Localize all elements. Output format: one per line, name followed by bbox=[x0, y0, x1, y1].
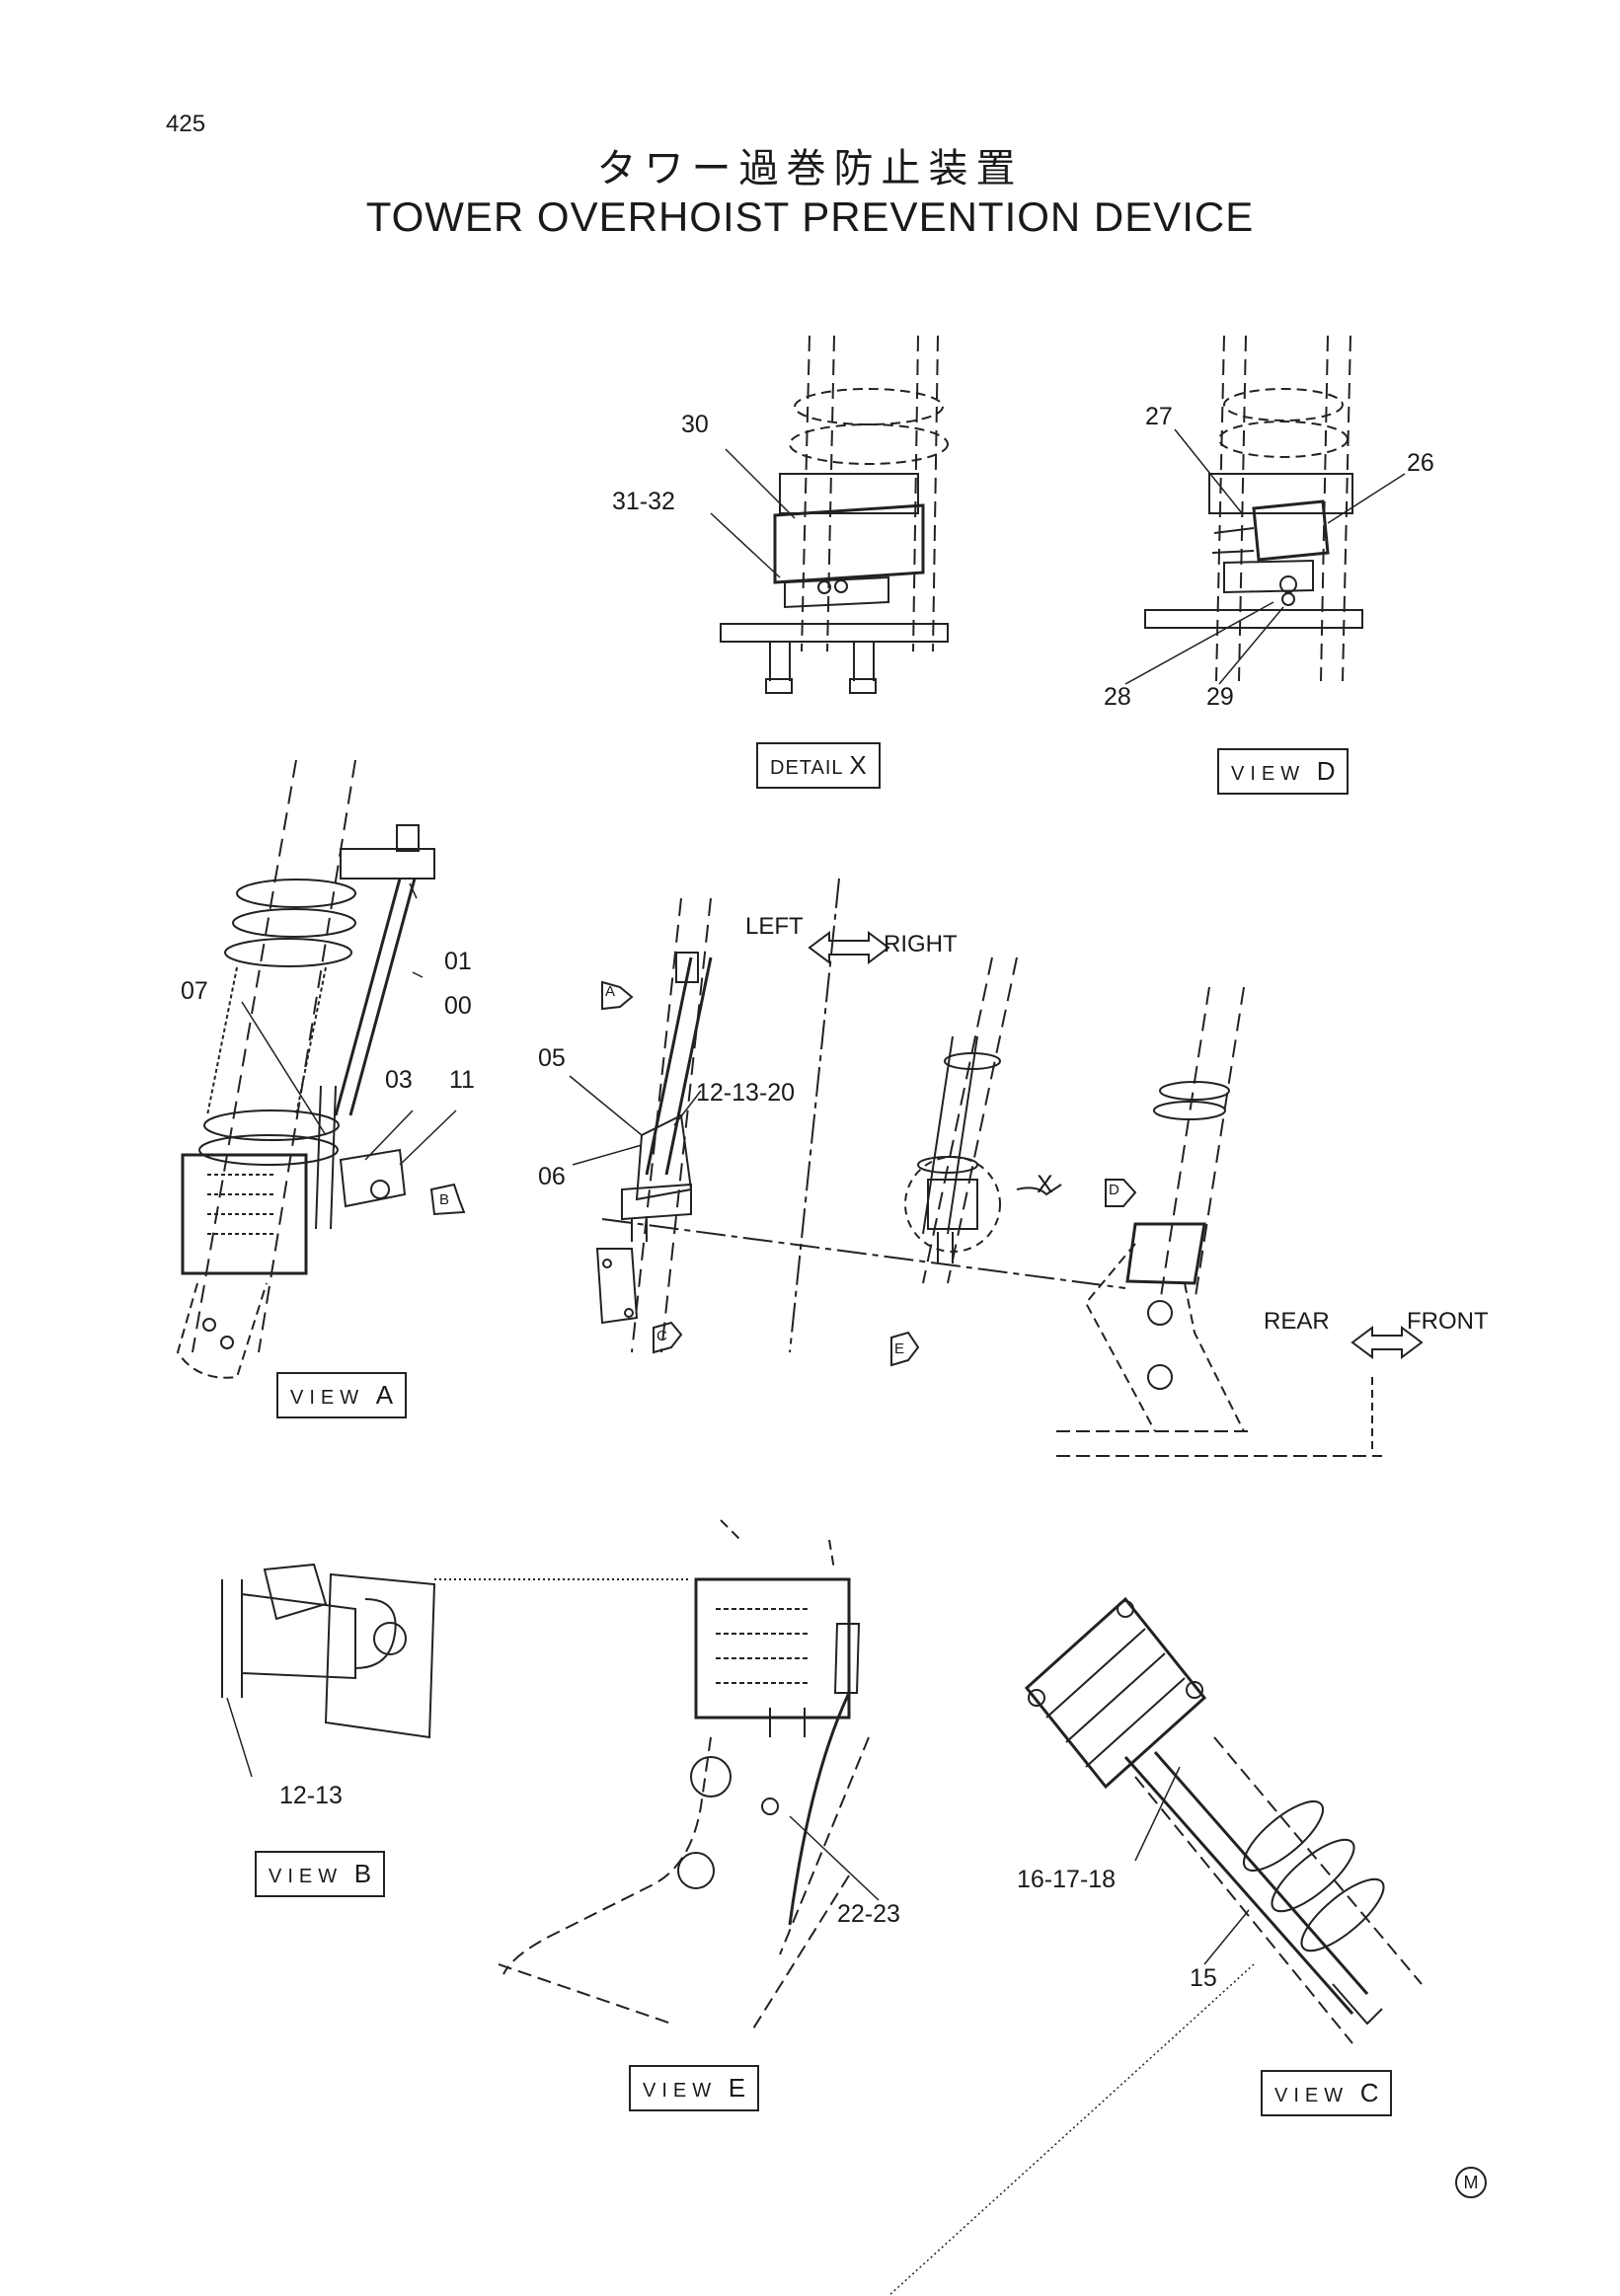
detail-x-text: DETAIL bbox=[770, 757, 843, 779]
view-a-drawing bbox=[176, 759, 435, 1379]
view-c-text: VIEW bbox=[1274, 2085, 1350, 2106]
page-number: 425 bbox=[166, 111, 206, 137]
view-arrow-e: E bbox=[894, 1340, 905, 1357]
callout-16-17-18: 16-17-18 bbox=[1017, 1866, 1117, 1893]
view-a-letter: A bbox=[375, 1380, 394, 1410]
view-e-drawing bbox=[498, 1519, 870, 2034]
callout-x: X bbox=[1037, 1171, 1053, 1198]
view-b-drawing bbox=[221, 1563, 691, 1739]
view-a-text: VIEW bbox=[290, 1387, 365, 1409]
callout-15: 15 bbox=[1190, 1964, 1217, 1992]
view-arrow-b: B bbox=[439, 1191, 450, 1208]
callout-31-32: 31-32 bbox=[612, 488, 675, 515]
title-japanese: タワー過巻防止装置 bbox=[596, 146, 1024, 191]
callout-11: 11 bbox=[449, 1066, 475, 1094]
view-d-label: VIEW D bbox=[1217, 748, 1350, 795]
view-b-text: VIEW bbox=[269, 1866, 344, 1887]
view-arrow-c: C bbox=[656, 1328, 667, 1344]
view-b-letter: B bbox=[353, 1859, 372, 1888]
center-assembly-drawing bbox=[595, 878, 1126, 1353]
callout-12-13: 12-13 bbox=[279, 1782, 343, 1809]
side-view-drawing bbox=[1056, 986, 1382, 1457]
callout-07: 07 bbox=[181, 977, 208, 1005]
leader-lines bbox=[226, 428, 1406, 2296]
detail-x-label: DETAIL X bbox=[756, 742, 881, 789]
title-english: TOWER OVERHOIST PREVENTION DEVICE bbox=[365, 193, 1255, 240]
direction-arrows bbox=[808, 931, 1424, 1359]
view-a-label: VIEW A bbox=[276, 1372, 408, 1418]
view-c-drawing bbox=[1024, 1596, 1423, 2044]
direction-front: FRONT bbox=[1407, 1308, 1489, 1335]
view-d-drawing bbox=[1144, 335, 1363, 682]
view-arrow-a: A bbox=[605, 983, 616, 1000]
direction-right: RIGHT bbox=[884, 931, 958, 957]
callout-30: 30 bbox=[681, 411, 709, 438]
view-c-label: VIEW C bbox=[1261, 2070, 1393, 2116]
detail-x-letter: X bbox=[849, 750, 867, 780]
callout-01: 01 bbox=[444, 948, 472, 975]
callout-26: 26 bbox=[1407, 449, 1434, 477]
callout-00: 00 bbox=[444, 992, 472, 1020]
view-c-letter: C bbox=[1359, 2078, 1379, 2107]
corner-mark: M bbox=[1455, 2167, 1487, 2198]
direction-left: LEFT bbox=[745, 913, 804, 940]
view-arrow-d: D bbox=[1109, 1182, 1119, 1198]
view-e-letter: E bbox=[728, 2073, 746, 2103]
view-d-letter: D bbox=[1316, 756, 1336, 786]
callout-05: 05 bbox=[538, 1044, 566, 1072]
callout-22-23: 22-23 bbox=[837, 1900, 900, 1928]
view-b-label: VIEW B bbox=[255, 1851, 386, 1897]
view-e-label: VIEW E bbox=[629, 2065, 760, 2111]
view-e-text: VIEW bbox=[643, 2080, 718, 2102]
callout-03: 03 bbox=[385, 1066, 413, 1094]
view-arrow-markers bbox=[429, 980, 1137, 1367]
callout-12-13-20: 12-13-20 bbox=[696, 1079, 796, 1107]
view-d-text: VIEW bbox=[1231, 763, 1306, 785]
callout-06: 06 bbox=[538, 1163, 566, 1190]
direction-rear: REAR bbox=[1264, 1308, 1330, 1335]
callout-27: 27 bbox=[1145, 403, 1173, 430]
callout-28: 28 bbox=[1104, 683, 1131, 711]
callout-29: 29 bbox=[1206, 683, 1234, 711]
detail-x-drawing bbox=[720, 335, 949, 694]
